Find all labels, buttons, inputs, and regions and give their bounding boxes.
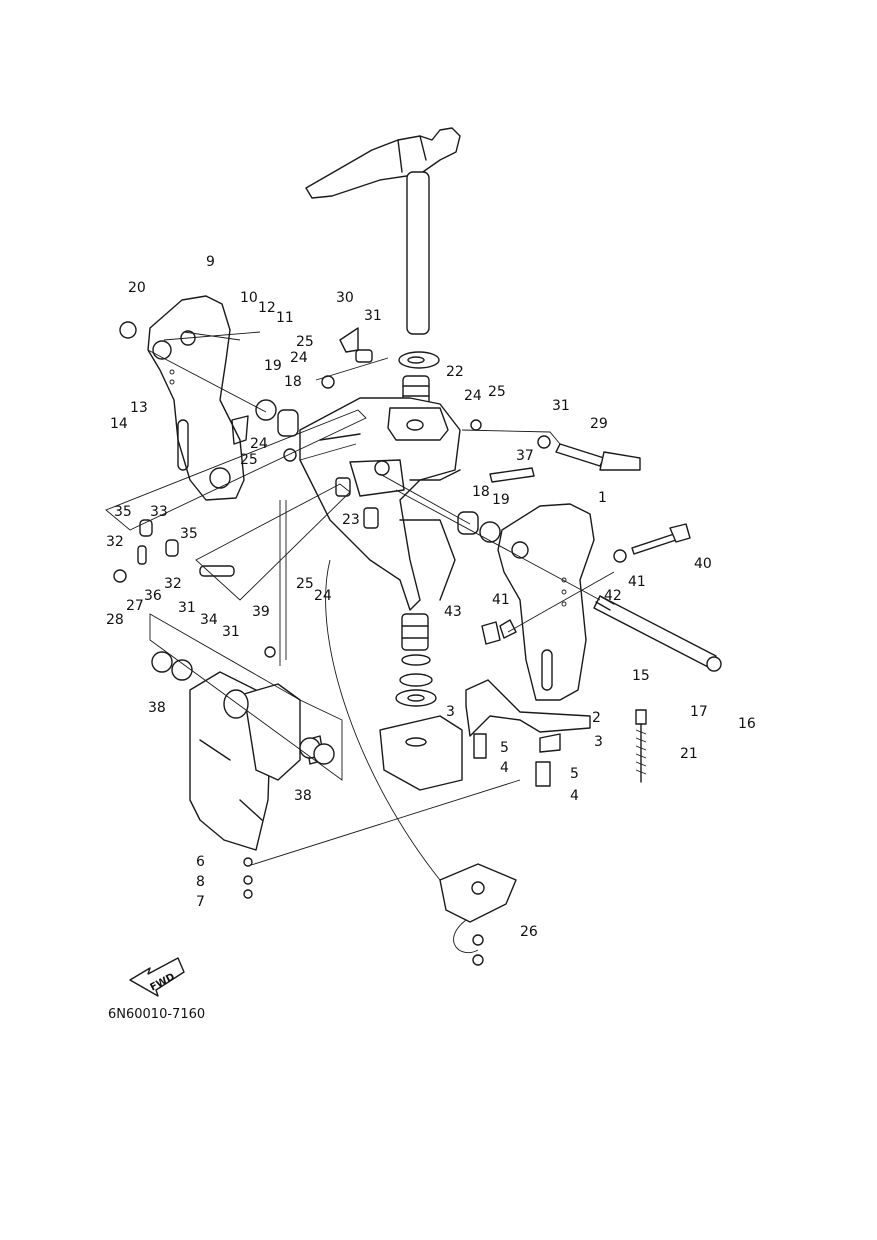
callout-labels: 1 2 3 3 4 4 5 5 6 7 8 9 10 11 12 13 14 1… [106,254,756,940]
tilt-tube [593,523,722,672]
callout: 36 [144,588,162,604]
callout: 32 [164,576,182,592]
callout: 18 [284,374,302,390]
callout: 31 [222,624,240,640]
callout: 32 [106,534,124,550]
callout: 25 [240,452,258,468]
callout: 15 [632,668,650,684]
callout: 22 [446,364,464,380]
callout: 14 [110,416,128,432]
diagram-code: 6N60010-7160 [108,1007,205,1022]
callout: 4 [500,760,509,776]
callout: 31 [178,600,196,616]
callout: 38 [294,788,312,804]
callout: 33 [150,504,168,520]
callout: 5 [570,766,579,782]
callout: 29 [590,416,608,432]
callout: 9 [206,254,215,270]
callout: 34 [200,612,218,628]
callout: 26 [520,924,538,940]
callout: 40 [694,556,712,572]
lag-screw [635,709,647,783]
callout: 25 [488,384,506,400]
lower-bushing-stack [379,613,463,791]
callout: 18 [472,484,490,500]
callout: 1 [598,490,607,506]
callout: 41 [628,574,646,590]
callout: 31 [364,308,382,324]
callout: 30 [336,290,354,306]
callout: 8 [196,874,205,890]
steering-shaft [305,127,461,335]
callout: 24 [250,436,268,452]
callout: 25 [296,334,314,350]
callout: 20 [128,280,146,296]
callout: 39 [252,604,270,620]
callout: 24 [290,350,308,366]
callout: 12 [258,300,276,316]
callout: 3 [446,704,455,720]
mount-bracket [465,679,591,753]
callout: 10 [240,290,258,306]
leader-lines [105,331,615,954]
fwd-arrow-icon: FWD [129,957,185,997]
callout: 28 [106,612,124,628]
callout: 41 [492,592,510,608]
callout: 11 [276,310,294,326]
right-clamp-bracket [497,503,595,701]
callout: 38 [148,700,166,716]
callout: 23 [342,512,360,528]
callout: 24 [464,388,482,404]
callout: 17 [690,704,708,720]
callout: 27 [126,598,144,614]
callout: 37 [516,448,534,464]
callout: 7 [196,894,205,910]
callout: 5 [500,740,509,756]
callout: 2 [592,710,601,726]
callout: 24 [314,588,332,604]
trim-tilt-unit [189,671,325,851]
callout: 6 [196,854,205,870]
callout: 35 [114,504,132,520]
callout: 16 [738,716,756,732]
anode-plate [439,863,517,923]
callout: 25 [296,576,314,592]
callout: 19 [264,358,282,374]
callout: 35 [180,526,198,542]
hardware [113,321,641,966]
callout: 31 [552,398,570,414]
callout: 13 [130,400,148,416]
callout: 21 [680,746,698,762]
callout: 19 [492,492,510,508]
left-clamp-bracket [147,295,249,501]
callout: 42 [604,588,622,604]
callout: 3 [594,734,603,750]
callout: 4 [570,788,579,804]
callout: 43 [444,604,462,620]
swivel-bracket [299,397,461,611]
